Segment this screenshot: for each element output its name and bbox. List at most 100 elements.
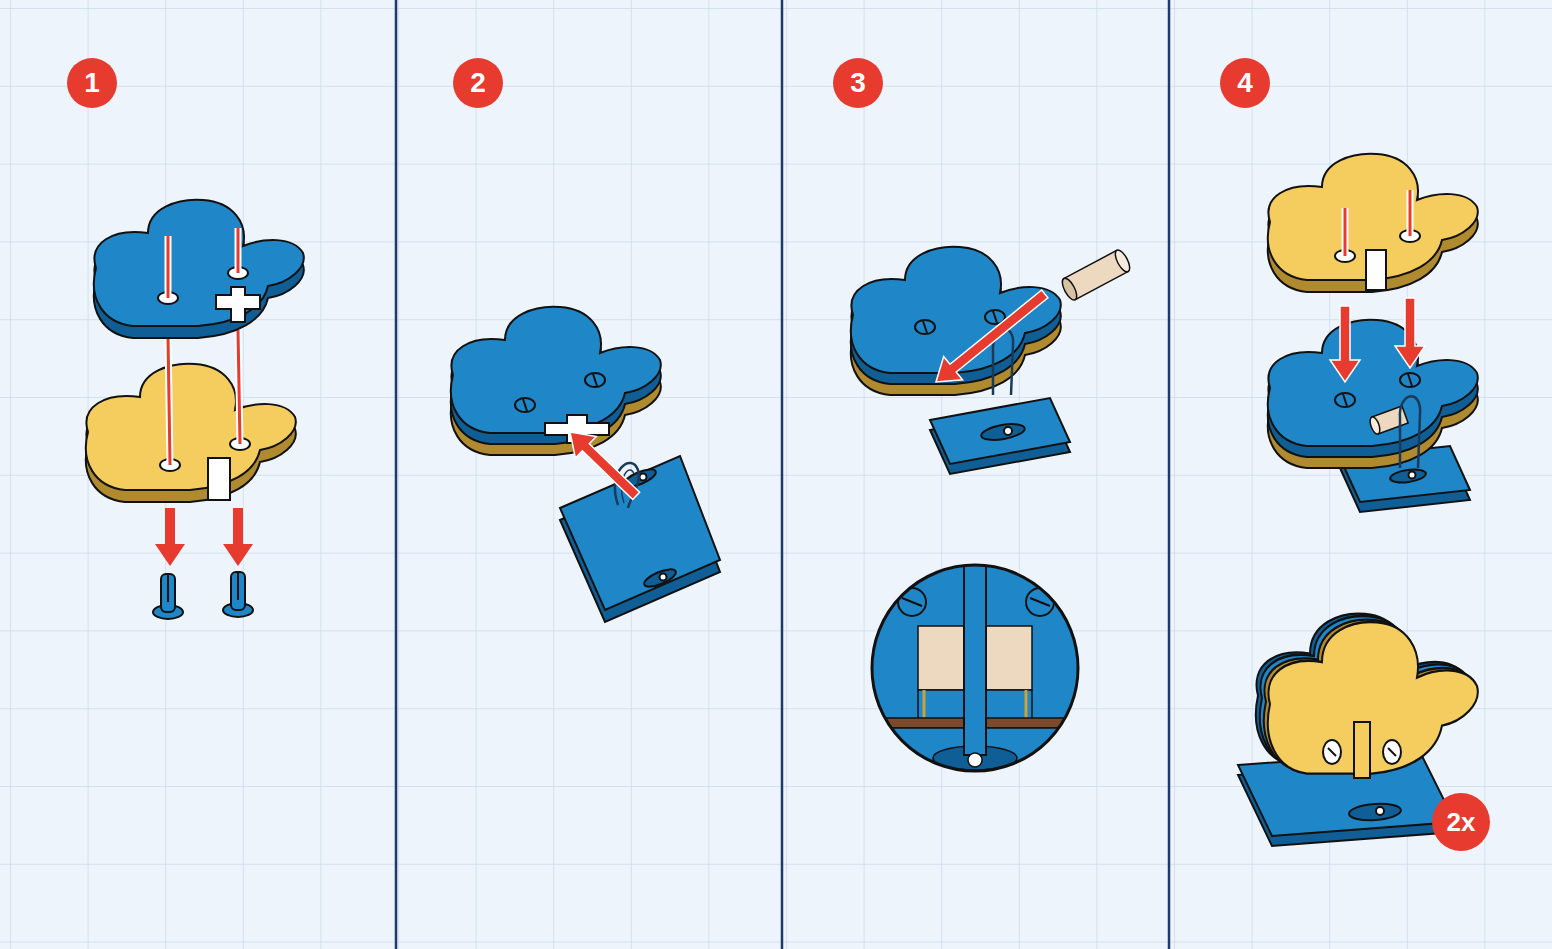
pin-head: [1323, 740, 1341, 764]
callout-number: 1: [84, 69, 100, 97]
direction-arrow: [1395, 298, 1425, 368]
detail-view: [870, 560, 1080, 778]
plate-slot: [642, 566, 678, 590]
plate-face: [560, 456, 720, 610]
pin-head: [1400, 373, 1420, 387]
pin-slot: [1328, 748, 1336, 756]
duck-stack: [851, 247, 1061, 395]
guide-line-halo: [168, 336, 170, 465]
panel-divider: [395, 0, 398, 949]
plate-hole: [1376, 807, 1384, 815]
direction-arrow: [1330, 306, 1360, 382]
dowel-end: [1368, 416, 1382, 436]
step1-illustration: [86, 200, 304, 619]
pin-head: [515, 398, 535, 412]
plate-hole: [640, 474, 647, 481]
step4-illustration: [1238, 154, 1478, 846]
plate-hole: [1004, 427, 1012, 435]
base-plate: [930, 398, 1070, 474]
slot: [1366, 250, 1386, 290]
plate-hole: [660, 574, 667, 581]
wire-loop: [1400, 396, 1420, 468]
dowel-end: [1059, 276, 1079, 302]
detail-outline: [872, 565, 1078, 771]
guide-line-halo: [1407, 190, 1414, 236]
piece-face: [451, 307, 661, 433]
piece-face: [94, 200, 304, 326]
plate-hole: [968, 753, 982, 767]
base-plate: [560, 456, 720, 622]
cross-slot: [216, 287, 260, 322]
duck-stack: [451, 307, 661, 455]
guide-line: [168, 336, 170, 465]
plate-face: [930, 398, 1070, 464]
detail-background: [870, 560, 1080, 775]
guide-line-halo: [165, 236, 172, 298]
piece-face: [1268, 622, 1478, 773]
plate-hole: [1409, 472, 1416, 479]
pin-head: [1383, 740, 1401, 764]
wooden-dowel: [1059, 248, 1132, 302]
blue-duck-piece: [94, 200, 304, 338]
yellow-duck-piece: [1268, 154, 1478, 292]
yellow-duck-piece: [86, 364, 296, 502]
step-badge: 2x: [1432, 793, 1490, 851]
callout-number: 2x: [1447, 809, 1476, 835]
panel-divider: [781, 0, 784, 949]
guide-line-halo: [235, 228, 242, 273]
step-badge: 2: [453, 58, 503, 108]
direction-arrow: [223, 508, 253, 566]
panel-divider: [1168, 0, 1171, 949]
guide-line: [1344, 208, 1347, 256]
guide-lines: [168, 330, 240, 465]
pin-head: [915, 320, 935, 334]
plate-slot: [980, 421, 1026, 442]
pin-slot: [1388, 748, 1396, 756]
step-badge: 3: [833, 58, 883, 108]
screw-head: [1026, 588, 1054, 616]
wire-strip: [1354, 722, 1370, 778]
panel-dividers: [396, 0, 1169, 949]
step-badge: 4: [1220, 58, 1270, 108]
guide-line-halo: [238, 330, 240, 444]
callout-number: 2: [470, 69, 486, 97]
duck-stack: [1268, 320, 1478, 468]
peg: [153, 574, 183, 619]
pin-head: [585, 373, 605, 387]
plate-slot: [1389, 468, 1426, 485]
guide-lines: [168, 228, 238, 298]
guide-line: [237, 228, 240, 273]
dowel-end: [1112, 248, 1132, 274]
piece-face: [86, 364, 296, 490]
slot: [208, 458, 230, 500]
guide-line-halo: [1342, 208, 1349, 256]
guide-line: [1409, 190, 1412, 236]
callout-number: 4: [1237, 69, 1253, 97]
step-badge: 1: [67, 58, 117, 108]
guide-line: [238, 330, 240, 444]
screw-slot: [902, 598, 922, 606]
wire-strip: [964, 565, 986, 755]
direction-arrow: [927, 282, 1055, 393]
step3-illustration: [851, 247, 1133, 778]
step2-illustration: [451, 307, 720, 622]
direction-arrow: [560, 421, 647, 506]
guide-line: [167, 236, 170, 298]
peg: [223, 572, 253, 617]
callout-number: 3: [850, 69, 866, 97]
guide-lines: [1345, 190, 1410, 256]
screw-slot: [1030, 598, 1050, 606]
gold-edge: [1025, 690, 1028, 720]
plate-slot: [1349, 802, 1402, 822]
direction-arrow: [155, 508, 185, 566]
gold-edge: [923, 690, 926, 720]
screw-head: [898, 588, 926, 616]
piece-face: [1268, 320, 1478, 446]
wooden-dowel: [1368, 406, 1408, 435]
pin-head: [1335, 393, 1355, 407]
